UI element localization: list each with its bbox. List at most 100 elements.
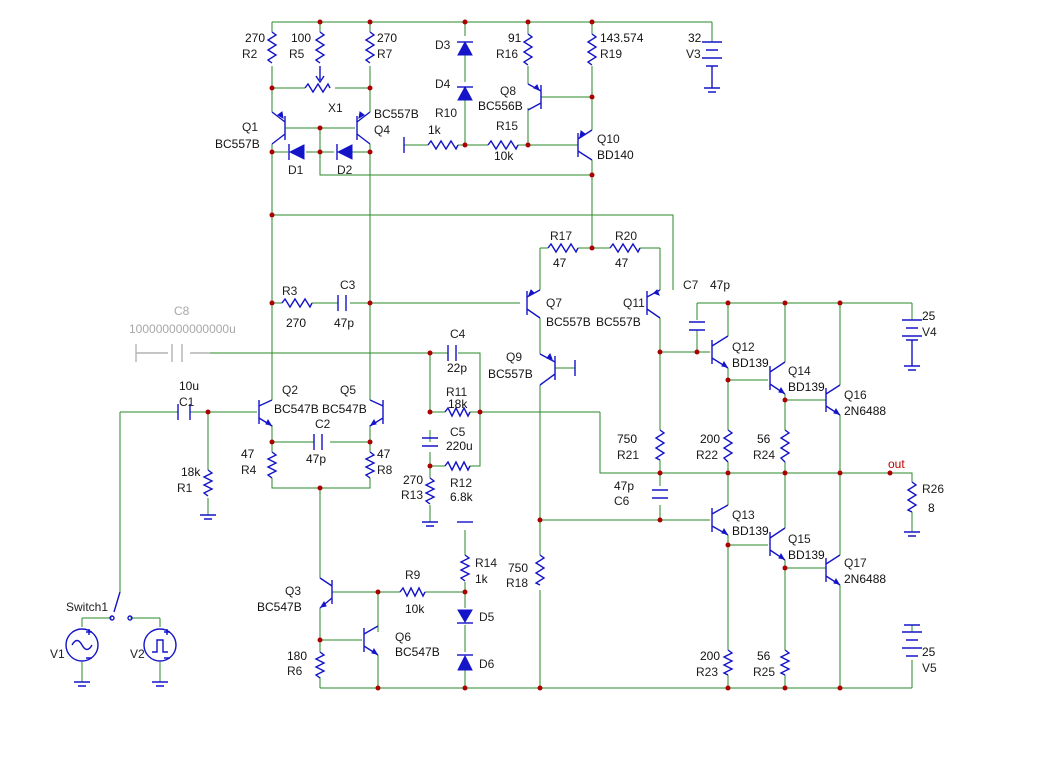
resistor-R16 xyxy=(522,33,534,66)
R24-name: R24 xyxy=(753,448,775,462)
ground-R1 xyxy=(200,514,216,520)
supply-V4 xyxy=(902,319,922,371)
transistor-Q5 xyxy=(369,399,384,427)
Q14-part: BD139 xyxy=(788,380,825,394)
R7-value: 270 xyxy=(377,31,397,45)
R26-name: R26 xyxy=(922,482,944,496)
diode-D4 xyxy=(457,85,473,101)
D6-name: D6 xyxy=(479,657,495,671)
D4-name: D4 xyxy=(435,77,451,91)
R3-value: 270 xyxy=(286,316,306,330)
R11-value: 18k xyxy=(448,397,468,411)
resistor-R25 xyxy=(779,649,791,676)
R18-name: R18 xyxy=(506,576,528,590)
resistor-R3 xyxy=(281,297,313,309)
Q12-part: BD139 xyxy=(732,356,769,370)
Q4-name: Q4 xyxy=(374,123,390,137)
transistor-Q1 xyxy=(271,111,286,145)
Q2-name: Q2 xyxy=(282,383,298,397)
R1-name: R1 xyxy=(177,481,193,495)
capacitor-C1 xyxy=(177,404,191,420)
resistor-R1 xyxy=(202,469,214,497)
R2-name: R2 xyxy=(242,47,258,61)
components xyxy=(65,31,922,687)
R1-value: 18k xyxy=(181,465,201,479)
R13-name: R13 xyxy=(401,488,423,502)
transistor-Q14 xyxy=(769,361,786,395)
R9-name: R9 xyxy=(405,568,421,582)
C7-name: C7 xyxy=(683,278,699,292)
transistor-Q10 xyxy=(577,129,593,161)
R15-value: 10k xyxy=(494,149,514,163)
R23-value: 200 xyxy=(700,649,720,663)
resistor-R7 xyxy=(364,31,376,64)
ground-R13 xyxy=(422,521,438,527)
C2-name: C2 xyxy=(315,417,331,431)
Q14-name: Q14 xyxy=(788,364,811,378)
ground-V1 xyxy=(74,681,90,687)
R3-name: R3 xyxy=(282,284,298,298)
Switch1-name: Switch1 xyxy=(66,600,108,614)
C2-value: 47p xyxy=(306,452,326,466)
supply-V5 xyxy=(902,624,922,657)
source-V2 xyxy=(143,628,177,662)
resistor-R8 xyxy=(364,451,376,479)
C4-value: 22p xyxy=(447,361,467,375)
diode-D6 xyxy=(457,654,473,671)
output-label: out xyxy=(888,457,905,471)
D2-name: D2 xyxy=(337,163,353,177)
resistor-R20 xyxy=(609,242,641,254)
Q1-part: BC557B xyxy=(215,137,260,151)
Q6-name: Q6 xyxy=(395,630,411,644)
Q2-part: BC547B xyxy=(274,402,319,416)
Q5-name: Q5 xyxy=(340,383,356,397)
resistor-R11 xyxy=(444,406,471,418)
capacitor-C4 xyxy=(447,345,457,361)
Q13-part: BD139 xyxy=(732,524,769,538)
R26-value: 8 xyxy=(928,501,935,515)
resistor-R24 xyxy=(779,429,791,463)
transistor-Q12 xyxy=(711,335,729,369)
resistor-R18 xyxy=(534,554,546,586)
R16-name: R16 xyxy=(496,47,518,61)
C8-value: 100000000000000u xyxy=(129,322,236,336)
transistor-Q3 xyxy=(319,577,333,609)
X1-name: X1 xyxy=(328,101,343,115)
resistor-R15 xyxy=(487,139,519,151)
R4-name: R4 xyxy=(241,463,257,477)
resistor-R17 xyxy=(547,242,579,254)
R19-value: 143.574 xyxy=(600,31,644,45)
capacitor-C2 xyxy=(313,434,323,450)
resistor-R6 xyxy=(314,651,326,679)
resistor-R26 xyxy=(906,481,918,513)
transistor-Q13 xyxy=(711,504,729,536)
C8-name: C8 xyxy=(174,304,190,318)
resistor-R23 xyxy=(722,649,734,676)
V5-name: V5 xyxy=(922,661,937,675)
transistor-Q4 xyxy=(356,111,371,145)
Q3-part: BC547B xyxy=(257,600,302,614)
transistor-Q6 xyxy=(363,625,379,656)
R10-name: R10 xyxy=(435,106,457,120)
V4-value: 25 xyxy=(922,309,936,323)
capacitor-C6 xyxy=(652,489,668,499)
resistor-R21 xyxy=(654,429,666,461)
R22-value: 200 xyxy=(700,432,720,446)
resistor-R22 xyxy=(722,429,734,463)
diode-D2 xyxy=(336,144,353,160)
transistor-Q9 xyxy=(539,352,556,386)
Q17-part: 2N6488 xyxy=(844,572,886,586)
R19-name: R19 xyxy=(600,47,622,61)
C1-value: 10u xyxy=(179,379,199,393)
R18-value: 750 xyxy=(508,561,528,575)
resistor-X1-pot xyxy=(304,82,331,94)
R22-name: R22 xyxy=(696,448,718,462)
R7-name: R7 xyxy=(377,47,393,61)
capacitor-C8 xyxy=(171,344,183,362)
V4-name: V4 xyxy=(922,325,937,339)
R20-value: 47 xyxy=(615,256,629,270)
R17-name: R17 xyxy=(550,229,572,243)
transistor-Q16 xyxy=(825,384,841,416)
Q10-part: BD140 xyxy=(597,148,634,162)
resistor-R2 xyxy=(266,31,278,64)
